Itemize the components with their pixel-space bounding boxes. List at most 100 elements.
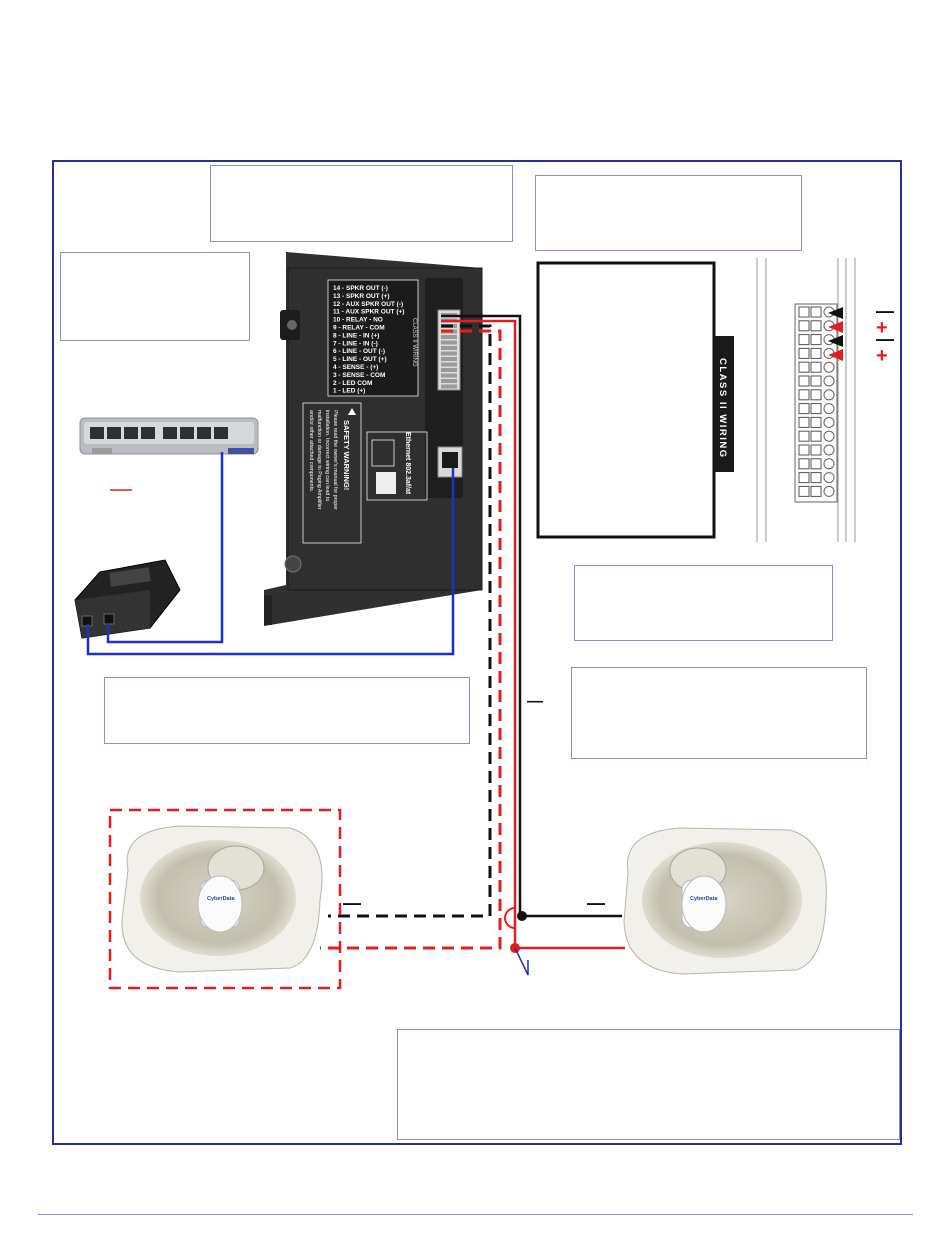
- polarity-plus-1: +: [876, 317, 888, 339]
- polarity-plus-2: +: [876, 345, 888, 367]
- detail-terminal-slot: [810, 472, 822, 484]
- polarity-minus-1: —: [876, 301, 894, 321]
- detail-terminal-screw: [823, 430, 835, 442]
- terminal-label: 3 - SENSE - COM: [333, 372, 385, 379]
- terminal-pin: [441, 357, 457, 361]
- footer-divider: [38, 1214, 913, 1215]
- wire-minus-mark: —: [527, 693, 543, 710]
- terminal-strip-detail: — + — +: [756, 258, 894, 542]
- detail-terminal-screw: [823, 361, 835, 373]
- detail-terminal-slot: [810, 416, 822, 428]
- callout-top-center: [210, 165, 513, 242]
- ground-lead: [514, 947, 529, 976]
- terminal-label: 9 - RELAY - COM: [333, 325, 385, 332]
- safety-warning-line: installation. Incorrect wiring can lead …: [324, 410, 330, 501]
- amp-class-wiring-label: CLASS II WIRING: [411, 318, 417, 367]
- speaker-left: CyberData: [121, 825, 323, 973]
- detail-terminal-screw: [823, 444, 835, 456]
- safety-warning-line: Please read the owner's manual for prope…: [332, 410, 338, 510]
- paging-amplifier: 14 - SPKR OUT (-)13 - SPKR OUT (+)12 - A…: [264, 252, 483, 626]
- detail-terminal-slot: [798, 320, 810, 332]
- detail-terminal-slot: [810, 444, 822, 456]
- ethernet-cables: [86, 452, 455, 656]
- callout-right-lower: [571, 667, 867, 759]
- terminal-label: 6 - LINE - OUT (-): [333, 348, 385, 355]
- terminal-label: 11 - AUX SPKR OUT (+): [333, 309, 404, 316]
- detail-terminal-slot: [798, 306, 810, 318]
- terminal-label: 1 - LED (+): [333, 388, 365, 395]
- terminal-pin: [441, 351, 457, 356]
- speaker-left-brand: CyberData: [207, 896, 235, 902]
- detail-terminal-screw: [823, 403, 835, 415]
- terminal-label: 2 - LED COM: [333, 380, 372, 387]
- callout-center-left: [104, 677, 470, 744]
- callout-bottom: [397, 1029, 900, 1140]
- detail-terminal-slot: [798, 361, 810, 373]
- wire-red-solid: [441, 319, 625, 950]
- detail-terminal-slot: [798, 430, 810, 442]
- terminal-label: 7 - LINE - IN (-): [333, 340, 378, 347]
- detail-terminal-slot: [810, 361, 822, 373]
- terminal-pin: [441, 373, 457, 378]
- detail-terminal-slot: [798, 389, 810, 401]
- detail-terminal-screw: [823, 375, 835, 387]
- terminal-label: 13 - SPKR OUT (+): [333, 293, 390, 300]
- detail-terminal-slot: [810, 334, 822, 346]
- callout-right-middle: [574, 565, 833, 641]
- detail-terminal-screw: [823, 416, 835, 428]
- detail-terminal-slot: [798, 334, 810, 346]
- diagram-frame: [52, 160, 902, 1145]
- detail-terminal-slot: [798, 375, 810, 387]
- ethernet-label: Ethernet 802.3af/at: [404, 432, 411, 495]
- polarity-minus-2: —: [876, 329, 894, 349]
- wire-crossover: [504, 907, 516, 929]
- detail-terminal-slot: [810, 389, 822, 401]
- detail-terminal-screw: [823, 389, 835, 401]
- detail-terminal-slot: [798, 403, 810, 415]
- callout-top-right: [535, 175, 802, 251]
- terminal-pin: [441, 346, 457, 350]
- safety-warning-title: SAFETY WARNING!: [342, 420, 351, 490]
- wire-black-dashed: [328, 324, 492, 918]
- detail-terminal-slot: [810, 485, 822, 497]
- terminal-pin: [441, 340, 457, 345]
- speaker-right-brand: CyberData: [690, 896, 718, 902]
- speaker-right: CyberData: [623, 827, 827, 975]
- detail-terminal-slot: [798, 347, 810, 359]
- detail-terminal-screw: [823, 458, 835, 470]
- terminal-label: 14 - SPKR OUT (-): [333, 285, 388, 292]
- network-switch: [79, 417, 259, 455]
- detail-terminal-slot: [810, 320, 822, 332]
- terminal-pin: [441, 362, 457, 367]
- detail-terminal-slot: [810, 403, 822, 415]
- terminal-label: 12 - AUX SPKR OUT (-): [333, 301, 403, 308]
- class-ii-wiring-panel: CLASS II WIRING: [536, 261, 734, 539]
- junction-black: [517, 911, 527, 921]
- detail-terminal-slot: [810, 306, 822, 318]
- speaker-right-minus-mark: —: [587, 893, 605, 913]
- wire-black-solid: [441, 314, 622, 918]
- terminal-pin: [441, 335, 457, 339]
- class-wiring-label: CLASS II WIRING: [717, 358, 728, 459]
- detail-terminal-slot: [798, 472, 810, 484]
- left-speaker-dashed-box: [108, 808, 342, 990]
- terminal-pin: [441, 368, 457, 372]
- detail-terminal-slot: [798, 485, 810, 497]
- terminal-label: 4 - SENSE - (+): [333, 364, 378, 371]
- detail-terminal-slot: [810, 430, 822, 442]
- terminal-label: 5 - LINE - OUT (+): [333, 356, 387, 363]
- detail-terminal-slot: [798, 444, 810, 456]
- detail-terminal-screw: [823, 485, 835, 497]
- callout-left: [60, 252, 250, 341]
- terminal-label: 8 - LINE - IN (+): [333, 332, 379, 339]
- safety-warning-line: malfunction or damage to Paging Amplifie…: [316, 410, 322, 510]
- detail-terminal-slot: [810, 458, 822, 470]
- detail-terminal-slot: [798, 458, 810, 470]
- terminal-pin: [441, 379, 457, 383]
- detail-terminal-slot: [798, 416, 810, 428]
- terminal-label: 10 - RELAY - NO: [333, 317, 383, 324]
- poe-injector: [74, 559, 181, 639]
- terminal-pin: [441, 384, 457, 389]
- safety-warning-line: and/or other attached components.: [308, 410, 314, 492]
